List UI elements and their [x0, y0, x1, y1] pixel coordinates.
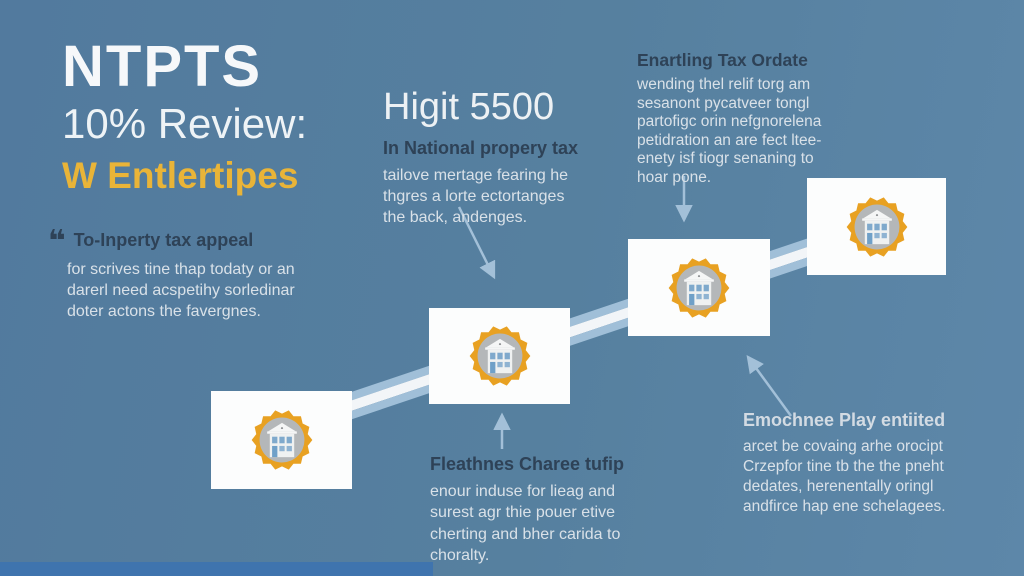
- stripe-edge-top: [311, 213, 883, 413]
- bank-badge-icon: [251, 410, 312, 470]
- main-subtitle: 10% Review:: [62, 100, 308, 147]
- stat-body: tailove mertage fearing he thgres a lort…: [383, 166, 568, 226]
- quote-block: ❝ To-Inperty tax appeal for scrives tine…: [48, 225, 328, 322]
- charee-heading: Fleathnes Charee tufip: [430, 454, 625, 474]
- main-tagline: W Entlertipes: [62, 155, 299, 196]
- stripe-center-band: [314, 221, 886, 423]
- opening-quote-icon: ❝: [48, 225, 66, 258]
- quote-body: for scrives tine thap todaty or an darer…: [67, 261, 295, 320]
- bank-badge-icon: [469, 326, 530, 386]
- play-block: Emochnee Play entiited arcet be covaing …: [743, 410, 973, 517]
- bank-badge-icon: [846, 196, 907, 257]
- milestone-card-2: [429, 308, 570, 404]
- main-title: NTPTS: [62, 34, 263, 99]
- ordate-body: wending thel relif torg am sesanont pyca…: [637, 76, 822, 186]
- diagonal-timeline-stripe: [311, 213, 889, 431]
- ordate-heading: Enartling Tax Ordate: [637, 50, 808, 70]
- milestone-card-4: [807, 178, 946, 275]
- milestone-card-3: [628, 239, 770, 336]
- stat-heading: In National propery tax: [383, 138, 579, 158]
- quote-heading: To-Inperty tax appeal: [73, 230, 254, 250]
- arrow-play-to-card3: [746, 354, 793, 417]
- stat-block: Higit 5500 In National propery tax tailo…: [383, 88, 633, 228]
- ordate-block: Enartling Tax Ordate wending thel relif …: [637, 50, 857, 187]
- stat-value: Higit 5500: [383, 86, 555, 128]
- bottom-accent-bar: [0, 562, 433, 576]
- charee-block: Fleathnes Charee tufip enour induse for …: [430, 454, 670, 567]
- play-body: arcet be covaing arhe orocipt Crzepfor t…: [743, 437, 946, 515]
- bank-badge-icon: [668, 257, 730, 318]
- stripe-edge-bottom: [317, 231, 889, 431]
- charee-body: enour induse for lieag and surest agr th…: [430, 482, 621, 565]
- milestone-card-1: [211, 391, 352, 489]
- play-heading: Emochnee Play entiited: [743, 410, 946, 430]
